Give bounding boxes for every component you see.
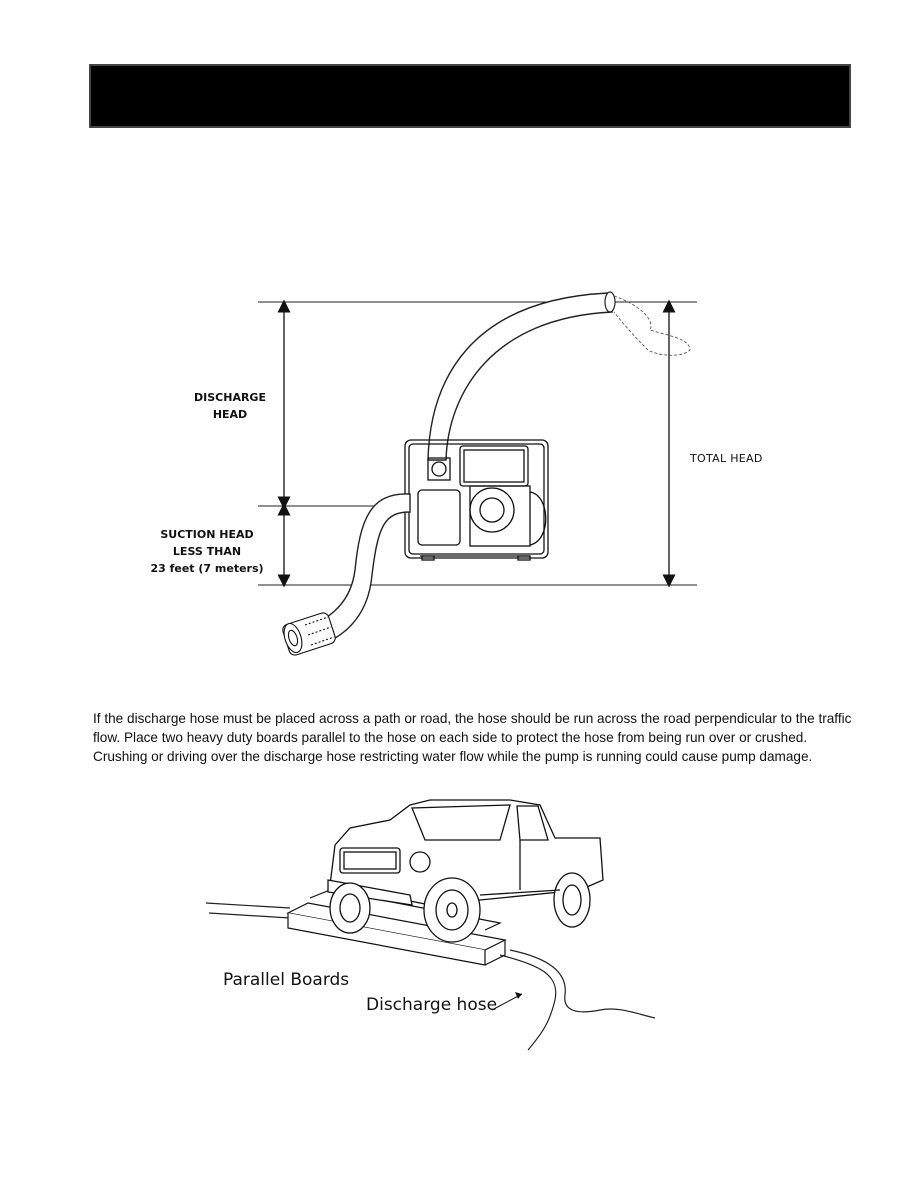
- water-pump: [404, 439, 549, 561]
- section-header-bar: [89, 64, 851, 128]
- hose-callout-line: [491, 993, 523, 1011]
- hose-left: [205, 902, 291, 919]
- water-outflow: [613, 295, 691, 356]
- total-head-label: TOTAL HEAD: [690, 452, 763, 465]
- truck-road-diagram: [205, 799, 656, 1051]
- suction-strainer: [282, 612, 336, 656]
- discharge-hose-label: Discharge hose: [366, 995, 498, 1015]
- suction-head-label: SUCTION HEAD LESS THAN 23 feet (7 meters…: [150, 528, 264, 575]
- parallel-boards-label: Parallel Boards: [223, 970, 350, 990]
- hose-placement-paragraph: If the discharge hose must be placed acr…: [93, 711, 852, 764]
- hose-right: [499, 949, 656, 1051]
- pickup-truck: [327, 799, 604, 943]
- discharge-head-label: DISCHARGE HEAD: [194, 391, 266, 421]
- discharge-hose-end: [604, 291, 616, 313]
- discharge-hose: [427, 292, 613, 461]
